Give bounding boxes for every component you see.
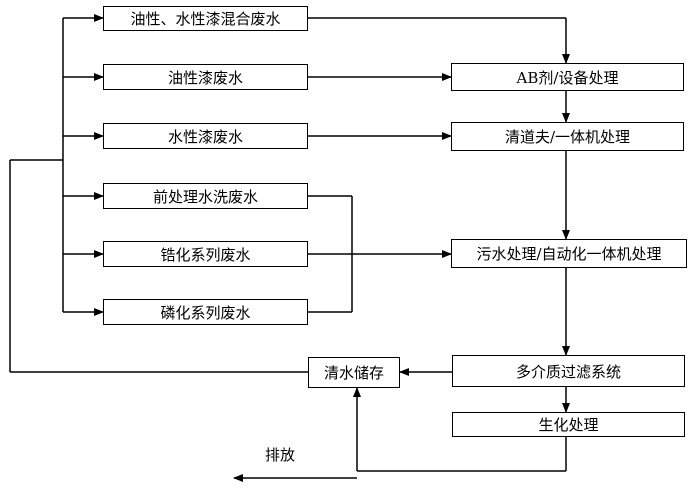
source-box-pre: 前处理水洗废水	[103, 183, 308, 209]
source-label-oil: 油性漆废水	[167, 68, 243, 87]
process-label-bio: 生化处理	[538, 416, 599, 434]
source-box-oil: 油性漆废水	[103, 64, 308, 90]
source-box-water: 水性漆废水	[103, 123, 308, 149]
process-label-qdf: 清道夫/一体机处理	[504, 128, 631, 146]
process-box-qdf: 清道夫/一体机处理	[451, 122, 684, 151]
process-box-bio: 生化处理	[452, 412, 685, 437]
storage-label: 清水储存	[323, 364, 384, 382]
source-label-phos: 磷化系列废水	[160, 303, 251, 322]
source-label-mixed: 油性、水性漆混合废水	[130, 10, 281, 28]
source-label-water: 水性漆废水	[167, 127, 243, 146]
process-box-ab: AB剂/设备处理	[451, 63, 684, 91]
source-box-mixed: 油性、水性漆混合废水	[103, 6, 308, 31]
source-box-zr: 锆化系列废水	[103, 241, 308, 267]
process-label-sewage: 污水处理/自动化一体机处理	[476, 245, 662, 263]
process-label-ab: AB剂/设备处理	[516, 68, 619, 87]
process-label-filter: 多介质过滤系统	[515, 362, 621, 381]
process-box-filter: 多介质过滤系统	[452, 355, 685, 387]
process-box-sewage: 污水处理/自动化一体机处理	[451, 239, 687, 268]
source-label-pre: 前处理水洗废水	[152, 187, 258, 206]
source-label-zr: 锆化系列废水	[160, 245, 251, 264]
source-box-phos: 磷化系列废水	[103, 299, 308, 325]
discharge-label: 排放	[265, 446, 296, 464]
storage-box: 清水储存	[308, 357, 400, 388]
